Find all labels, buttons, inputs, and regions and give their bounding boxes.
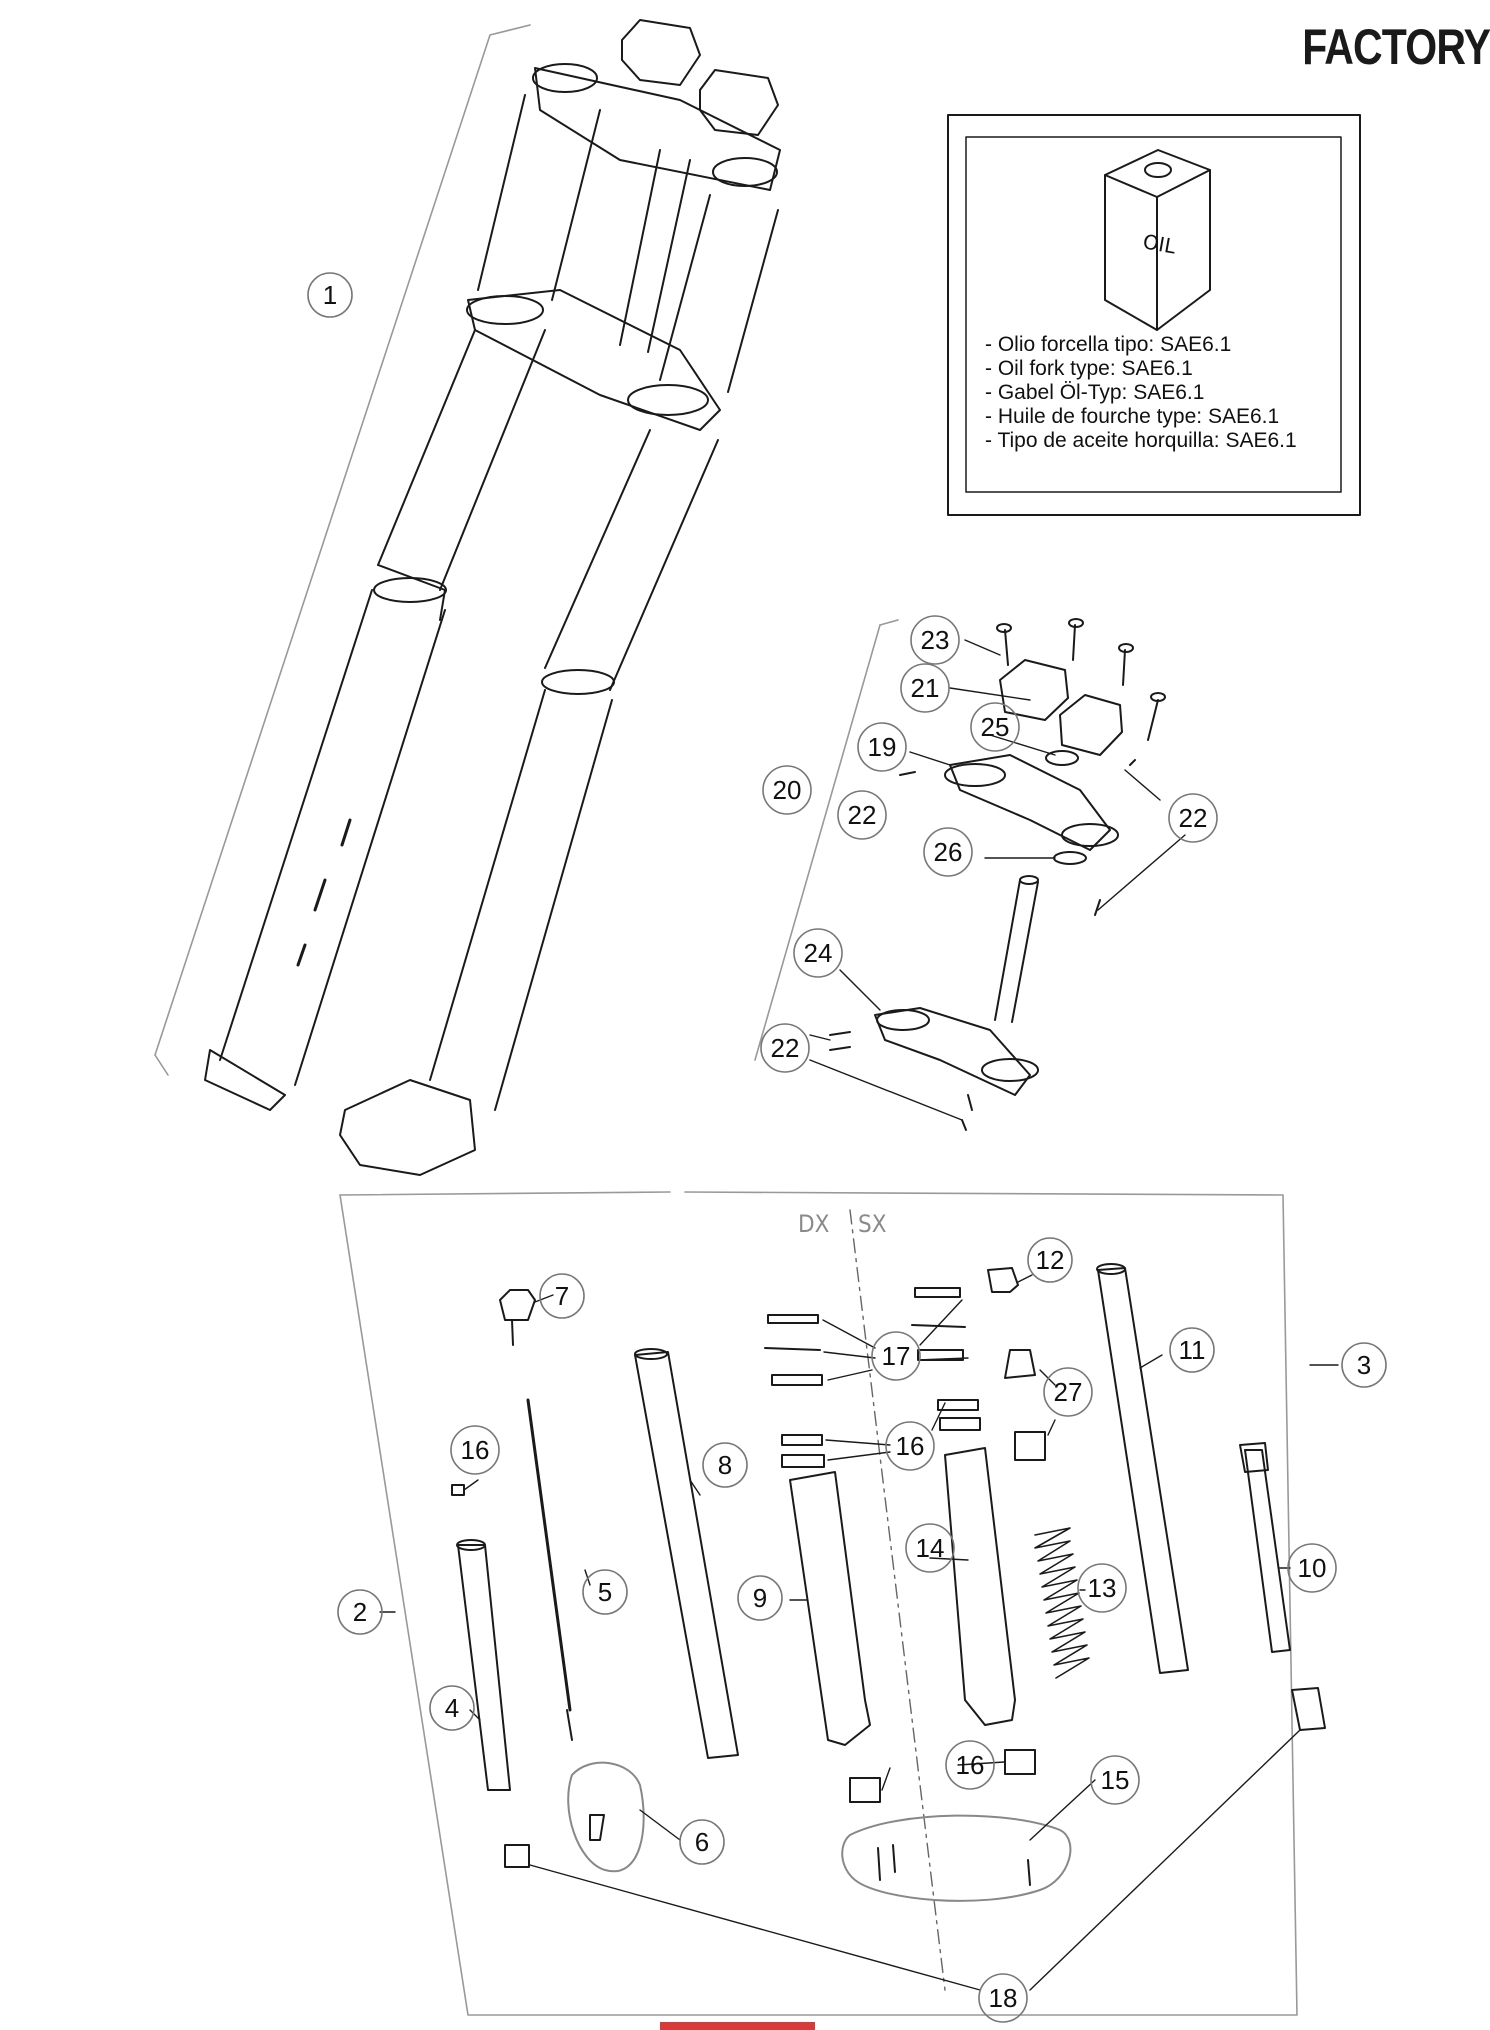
callout-17: 17 (881, 1341, 911, 1371)
callout-6: 6 (694, 1827, 710, 1857)
brand-wordmark: FACTORY (1302, 19, 1490, 75)
callout-21: 21 (910, 673, 940, 703)
callout-22-upper-left: 22 (847, 800, 877, 830)
callout-2: 2 (352, 1597, 368, 1627)
oil-spec-notes: - Olio forcella tipo: SAE6.1 - Oil fork … (985, 333, 1297, 453)
callout-18: 18 (988, 1983, 1018, 2013)
oil-can-icon (1104, 149, 1211, 331)
callout-5: 5 (597, 1577, 613, 1607)
internal-parts-exploded (339, 1191, 1339, 2016)
callout-15: 15 (1100, 1765, 1130, 1795)
assembled-fork-drawing (154, 19, 781, 1176)
callout-16-center: 16 (895, 1431, 925, 1461)
callout-13: 13 (1087, 1573, 1117, 1603)
callout-22-upper-right: 22 (1178, 803, 1208, 833)
callout-27: 27 (1053, 1377, 1083, 1407)
callout-26: 26 (933, 837, 963, 867)
oil-note-it: - Olio forcella tipo: SAE6.1 (985, 333, 1232, 356)
callout-24: 24 (803, 938, 833, 968)
callout-10: 10 (1297, 1553, 1327, 1583)
callout-7: 7 (554, 1281, 570, 1311)
callout-4: 4 (444, 1693, 460, 1723)
callout-14: 14 (915, 1533, 945, 1563)
callout-16-left: 16 (460, 1435, 490, 1465)
callout-19: 19 (867, 732, 897, 762)
callout-23: 23 (920, 625, 950, 655)
oil-note-en: - Oil fork type: SAE6.1 (985, 357, 1193, 380)
callout-3: 3 (1356, 1350, 1372, 1380)
steering-head-exploded (754, 618, 1186, 1131)
callout-22-lower: 22 (770, 1033, 800, 1063)
callout-16-bottom: 16 (955, 1750, 985, 1780)
callout-25: 25 (980, 712, 1010, 742)
side-label-sx: SX (858, 1210, 887, 1238)
callout-11: 11 (1178, 1335, 1206, 1365)
side-label-dx: DX (798, 1210, 830, 1238)
oil-note-fr: - Huile de fourche type: SAE6.1 (985, 405, 1280, 428)
oil-note-es: - Tipo de aceite horquilla: SAE6.1 (985, 429, 1297, 452)
oil-spec-box (947, 114, 1361, 516)
callout-bubbles (307, 272, 1387, 2023)
callout-20: 20 (772, 775, 802, 805)
callout-8: 8 (717, 1450, 733, 1480)
oil-note-de: - Gabel Öl-Typ: SAE6.1 (985, 381, 1205, 404)
bottom-red-tab (660, 2022, 815, 2030)
callout-9: 9 (752, 1583, 768, 1613)
callout-12: 12 (1035, 1245, 1065, 1275)
callout-1: 1 (322, 280, 338, 310)
